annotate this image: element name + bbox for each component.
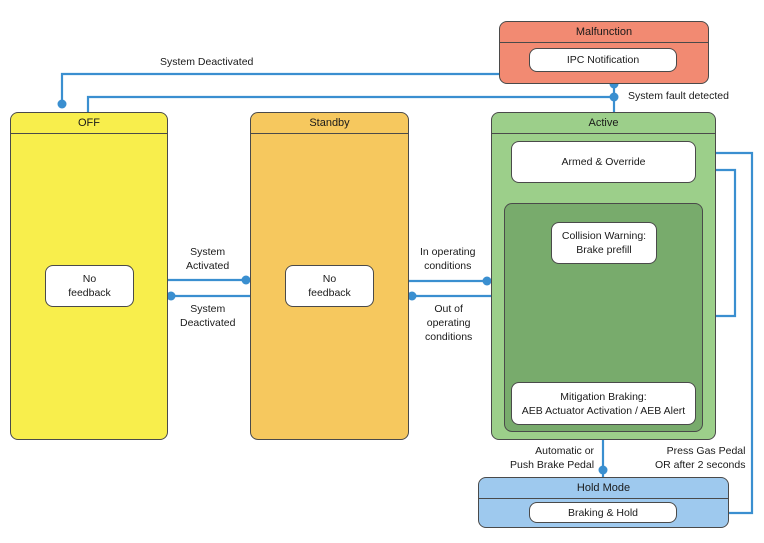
braking-hold-box: Braking & Hold	[529, 502, 677, 523]
label-system-deactivated: System Deactivated	[180, 303, 236, 329]
label-system-activated: System Activated	[186, 246, 230, 272]
label-automatic-push-brake: Automatic or Push Brake Pedal	[510, 445, 595, 471]
off-feedback: No feedback	[45, 265, 134, 307]
malfunction-state-title: Malfunction	[500, 22, 708, 43]
mitigation-braking-box: Mitigation Braking: AEB Actuator Activat…	[511, 382, 696, 425]
active-state-title: Active	[492, 113, 715, 134]
standby-feedback: No feedback	[285, 265, 374, 307]
hold-mode-state-title: Hold Mode	[479, 478, 728, 499]
ipc-notification-box: IPC Notification	[529, 48, 677, 72]
connector-hold-to-armed	[696, 151, 754, 515]
connector-fault-to-malfunction	[86, 84, 616, 112]
off-state-title: OFF	[11, 113, 167, 134]
label-press-gas-pedal: Press Gas Pedal OR after 2 seconds	[655, 445, 746, 471]
label-system-deactivated-top: System Deactivated	[160, 56, 254, 68]
armed-override-box: Armed & Override	[511, 141, 696, 183]
connector-malfunction-to-off	[60, 72, 500, 104]
label-in-operating-conditions: In operating conditions	[420, 246, 476, 272]
collision-warning-box: Collision Warning: Brake prefill	[551, 222, 657, 264]
standby-state-title: Standby	[251, 113, 408, 134]
label-out-of-operating-conditions: Out of operating conditions	[425, 303, 473, 343]
label-system-fault-detected: System fault detected	[628, 90, 729, 102]
